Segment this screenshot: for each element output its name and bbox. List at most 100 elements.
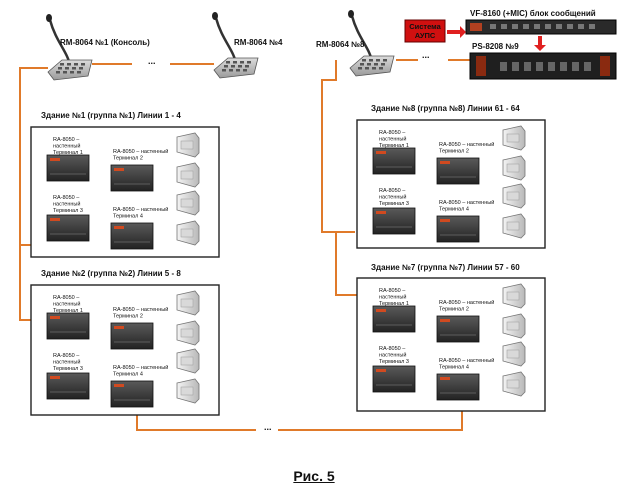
speaker-2 [502,155,526,181]
terminal-4 [110,222,154,250]
terminal-logo [376,369,386,372]
vf8160-key [512,24,518,29]
building-8-title: Здание №8 (группа №8) Линии 61 - 64 [371,104,520,113]
vf8160-label: VF-8160 (+MIC) блок сообщений [470,9,596,18]
b1-t3-label: RA-8050 – [53,195,80,201]
speaker-grille [506,291,520,301]
console-key [77,71,81,74]
b7-t2-label: RA-8050 – настенный [439,299,494,306]
console-key [376,59,380,62]
console-key [383,59,387,62]
aups-label: Система [409,22,441,31]
console-key [81,63,85,66]
speaker-grille [180,140,194,150]
ps8208-button [512,62,519,71]
console-key [226,61,230,64]
console-key [372,67,376,70]
b1-t4-label: Терминал 4 [113,214,143,220]
console-key [56,71,60,74]
b7-t3-label: Терминал 3 [379,359,409,365]
vf8160-key [589,24,595,29]
b1-t3-label: Терминал 3 [53,208,83,214]
terminal-logo [440,319,450,322]
b7-t3-label: настенный [379,352,406,359]
console-key [374,63,378,66]
b1-t3-label: настенный [53,201,80,208]
cable-b2-out [136,414,256,431]
arrow-aups-to-vf [447,26,466,38]
b2-t4-label: Терминал 4 [113,372,143,378]
b2-t1-label: настенный [53,301,80,308]
ellipsis-top-left: ... [148,56,156,66]
b2-t3-label: Терминал 3 [53,366,83,372]
terminal-logo [114,168,124,171]
terminal-3 [372,365,416,393]
building-2-title: Здание №2 (группа №2) Линии 5 - 8 [41,269,181,278]
b8-t2-label: RA-8050 – настенный [439,141,494,148]
console-key [360,63,364,66]
vf8160-body [465,19,617,35]
console-key [236,69,240,72]
terminal-1 [372,147,416,175]
console-key [224,65,228,68]
microphone-icon [212,12,218,20]
speaker-grille [506,349,520,359]
b7-t1-label: настенный [379,294,406,301]
terminal-2 [436,315,480,343]
speaker-1 [502,283,526,309]
console-key [67,63,71,66]
b7-t4-label: Терминал 4 [439,365,469,371]
console-key [70,71,74,74]
speaker-grille [180,356,194,366]
terminal-logo [376,211,386,214]
console-key [72,67,76,70]
building-1-title: Здание №1 (группа №1) Линии 1 - 4 [41,111,181,120]
ps8208-button [584,62,591,71]
ps8208-router [469,52,617,80]
figure-caption: Рис. 5 [293,468,335,484]
cable-b8-b7 [335,232,357,296]
arrow-vf-to-ps [534,36,546,51]
speaker-3 [176,348,200,374]
speaker-grille [180,198,194,208]
vf8160-key [501,24,507,29]
console-key [367,63,371,66]
console-key [233,61,237,64]
b8-t4-label: RA-8050 – настенный [439,199,494,206]
ps8208-handle [600,56,610,76]
console-1-label: RM-8064 №1 (Консоль) [60,38,150,47]
devices [30,10,617,416]
console-key [369,59,373,62]
console-8-label: RM-8064 №8 [316,40,365,49]
b1-t2-label: Терминал 2 [113,156,143,162]
terminal-1 [46,312,90,340]
b7-t3-label: RA-8050 – [379,346,406,352]
b2-t3-label: RA-8050 – [53,353,80,359]
ps8208-button [572,62,579,71]
b8-t3-label: RA-8050 – [379,188,406,194]
console-key [362,59,366,62]
console-key [365,67,369,70]
console-key [245,65,249,68]
building-7-title: Здание №7 (группа №7) Линии 57 - 60 [371,263,520,272]
speaker-grille [506,321,520,331]
speaker-grille [180,228,194,238]
b2-t3-label: настенный [53,359,80,366]
speaker-2 [176,320,200,346]
terminal-logo [114,326,124,329]
terminal-logo [440,161,450,164]
gooseneck [350,15,374,63]
ps8208-button [548,62,555,71]
b8-t1-label: Терминал 1 [379,143,409,149]
terminal-logo [114,226,124,229]
terminal-3 [46,214,90,242]
vf8160-message-unit [465,19,617,35]
terminal-2 [110,322,154,350]
speaker-4 [502,371,526,397]
ps8208-button [536,62,543,71]
aups-label: АУПС [415,31,436,40]
b2-t2-label: Терминал 2 [113,314,143,320]
terminal-4 [436,373,480,401]
terminal-logo [114,384,124,387]
b7-t1-label: RA-8050 – [379,288,406,294]
